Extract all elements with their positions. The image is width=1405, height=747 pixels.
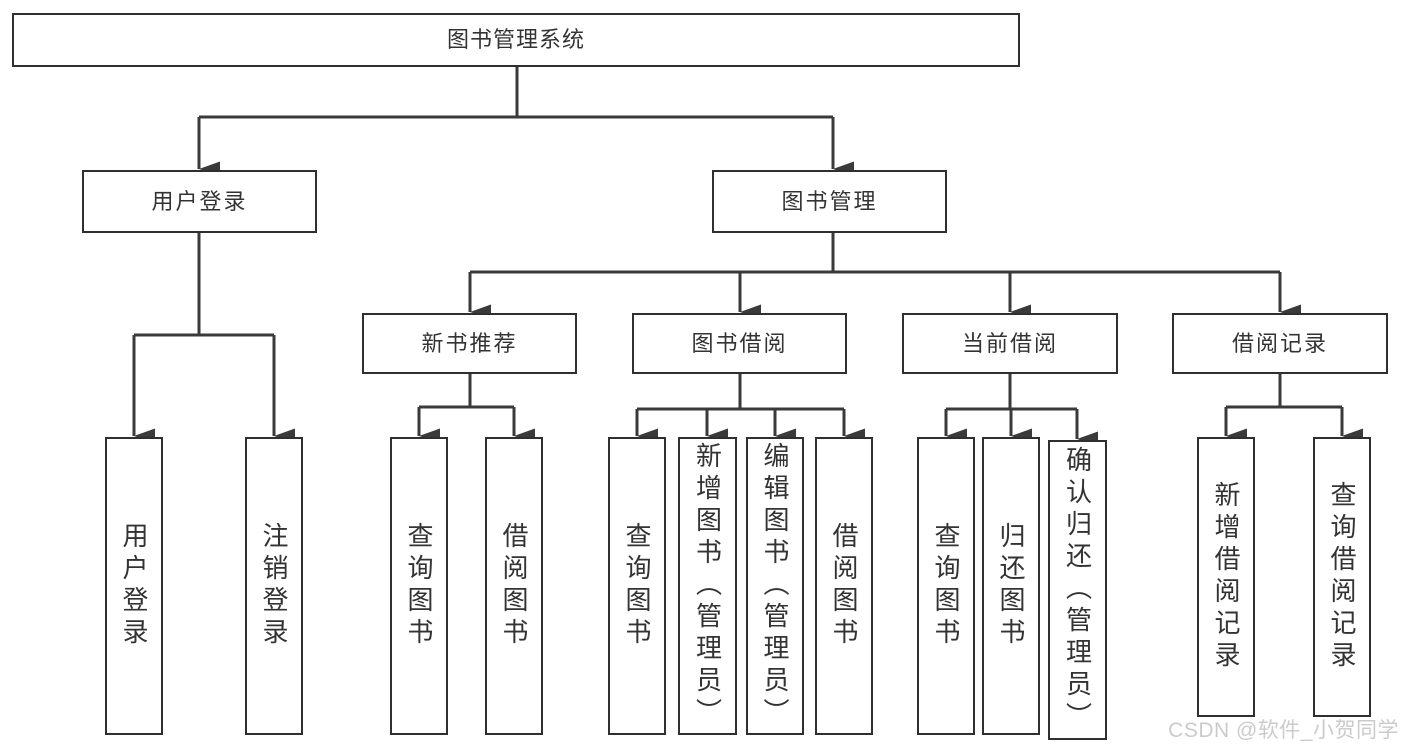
node-borrowing-records: 借阅记录 [1172, 313, 1388, 374]
leaf-add-books-admin: 新增图书（管理员） [678, 437, 737, 735]
node-label: 借阅图书 [499, 522, 529, 650]
leaf-user-login: 用户登录 [105, 437, 163, 735]
node-label: 归还图书 [996, 522, 1026, 650]
node-label: 查询图书 [404, 522, 434, 650]
node-label: 借阅图书 [829, 522, 859, 650]
node-label: 用户登录 [151, 188, 248, 214]
node-label: 新增借阅记录 [1211, 481, 1241, 673]
node-current-borrowing: 当前借阅 [902, 313, 1118, 374]
node-label: 查询借阅记录 [1327, 481, 1357, 673]
leaf-borrow-books: 借阅图书 [485, 437, 543, 735]
node-label: 查询图书 [622, 522, 652, 650]
leaf-add-borrow-record: 新增借阅记录 [1197, 437, 1255, 717]
leaf-query-books: 查询图书 [390, 437, 448, 735]
node-user-login: 用户登录 [82, 170, 317, 233]
node-label: 当前借阅 [961, 330, 1058, 356]
leaf-logout-login: 注销登录 [245, 437, 303, 735]
leaf-query-books: 查询图书 [608, 437, 666, 735]
node-label: 确认归还（管理员） [1062, 446, 1093, 734]
watermark: CSDN @软件_小贺同学 [1168, 719, 1399, 742]
node-label: 图书管理系统 [446, 27, 585, 52]
node-label: 编辑图书（管理员） [760, 442, 790, 730]
node-label: 新书推荐 [421, 330, 518, 356]
node-label: 用户登录 [119, 522, 149, 650]
node-label: 注销登录 [259, 522, 289, 650]
node-label: 查询图书 [931, 522, 961, 650]
leaf-return-books: 归还图书 [982, 437, 1040, 735]
node-label: 图书借阅 [691, 330, 788, 356]
node-book-borrowing: 图书借阅 [632, 313, 847, 374]
node-new-book-recommendation: 新书推荐 [362, 313, 577, 374]
node-library-management-system: 图书管理系统 [12, 13, 1020, 67]
leaf-query-borrow-record: 查询借阅记录 [1313, 437, 1371, 717]
leaf-borrow-books: 借阅图书 [815, 437, 873, 735]
leaf-confirm-return-admin: 确认归还（管理员） [1048, 440, 1107, 740]
leaf-query-books: 查询图书 [917, 437, 975, 735]
node-label: 新增图书（管理员） [692, 442, 723, 730]
leaf-edit-books-admin: 编辑图书（管理员） [746, 437, 804, 735]
node-label: 图书管理 [781, 188, 878, 214]
node-book-management: 图书管理 [712, 170, 947, 233]
node-label: 借阅记录 [1231, 330, 1328, 356]
